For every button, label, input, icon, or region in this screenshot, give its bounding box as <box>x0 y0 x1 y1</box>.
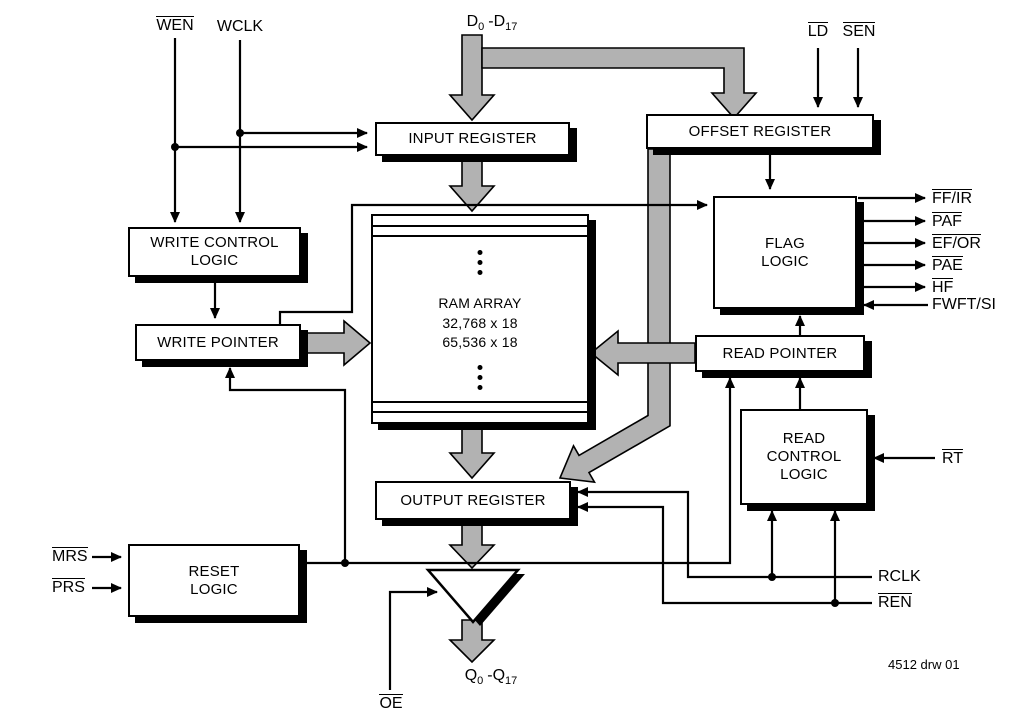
reset-to-write-pointer-wire <box>225 367 347 563</box>
reset-logic-label-line1: RESET <box>188 562 240 580</box>
read-control-logic-label-line3: LOGIC <box>780 465 828 483</box>
read-pointer-block: READ POINTER <box>695 335 865 372</box>
ram-top-rule-1 <box>373 225 587 227</box>
read-control-logic-label-line2: CONTROL <box>766 448 842 466</box>
ram-array-block: RAM ARRAY 32,768 x 18 65,536 x 18 <box>371 214 589 424</box>
ram-top-rule-2 <box>373 235 587 237</box>
ef-or-label: EF/OR <box>932 234 981 252</box>
input-register-block: INPUT REGISTER <box>375 122 570 156</box>
output-buffer-icon <box>425 568 521 624</box>
write-pointer-to-ram-arrow <box>300 319 372 367</box>
output-register-to-buffer-arrow <box>448 521 496 570</box>
ram-lower-ellipsis <box>477 365 483 390</box>
d-bus-to-input-register-arrow <box>448 34 496 122</box>
hf-label: HF <box>932 278 954 296</box>
ram-bottom-rule-2 <box>373 411 587 413</box>
offset-register-to-output-register-arrow <box>558 148 671 484</box>
write-pointer-label: WRITE POINTER <box>157 333 279 351</box>
write-control-logic-block: WRITE CONTROL LOGIC <box>128 227 301 277</box>
read-control-logic-label-line1: READ <box>782 430 826 448</box>
drawing-number: 4512 drw 01 <box>888 657 960 672</box>
ram-array-label: RAM ARRAY <box>438 295 522 311</box>
wen-junction-dot <box>171 143 179 151</box>
rclk-to-output-register-wire <box>577 487 872 579</box>
paf-label: PAF <box>932 212 962 230</box>
sen-label: SEN <box>842 22 876 40</box>
ren-to-output-register-wire <box>577 502 872 605</box>
output-register-block: OUTPUT REGISTER <box>375 481 571 520</box>
flag-logic-label-line2: LOGIC <box>761 252 809 270</box>
wclk-junction-dot <box>236 129 244 137</box>
write-pointer-block: WRITE POINTER <box>135 324 301 361</box>
output-register-label: OUTPUT REGISTER <box>400 491 546 509</box>
read-pointer-label: READ POINTER <box>722 344 838 362</box>
ram-array-size-1: 32,768 x 18 <box>442 314 518 331</box>
reset-logic-block: RESET LOGIC <box>128 544 300 617</box>
write-control-logic-label-line2: LOGIC <box>190 252 239 269</box>
ram-array-size-2: 65,536 x 18 <box>442 334 518 351</box>
ren-label: REN <box>878 593 912 611</box>
ff-ir-label: FF/IR <box>932 189 972 207</box>
offset-register-label: OFFSET REGISTER <box>688 122 832 140</box>
reset-junction-dot <box>341 559 349 567</box>
ram-bottom-rule-1 <box>373 401 587 403</box>
ld-label: LD <box>807 22 829 40</box>
fwft-si-label: FWFT/SI <box>932 296 996 313</box>
input-register-label: INPUT REGISTER <box>408 130 537 148</box>
ren-junction-dot <box>831 599 839 607</box>
write-pointer-to-flag-logic-wire <box>278 200 708 324</box>
read-control-logic-block: READ CONTROL LOGIC <box>740 409 868 505</box>
write-control-logic-label-line1: WRITE CONTROL <box>150 234 279 252</box>
q-bus-label: Q0-Q17 <box>464 667 518 688</box>
rclk-junction-dot <box>768 573 776 581</box>
read-pointer-to-ram-arrow <box>589 329 696 377</box>
d-bus-label: D0-D17 <box>466 13 518 34</box>
prs-label: PRS <box>52 578 85 596</box>
offset-register-block: OFFSET REGISTER <box>646 114 874 149</box>
oe-wire <box>388 587 438 690</box>
ram-upper-ellipsis <box>477 250 483 275</box>
rclk-label: RCLK <box>878 568 921 585</box>
reset-to-read-pointer-wire <box>345 377 735 565</box>
reset-logic-label-line2: LOGIC <box>190 580 238 598</box>
input-register-to-ram-arrow <box>448 157 496 213</box>
flag-logic-label-line1: FLAG <box>765 234 805 252</box>
ram-array-text: RAM ARRAY 32,768 x 18 65,536 x 18 <box>373 294 587 353</box>
oe-label: OE <box>379 694 403 712</box>
flag-logic-block: FLAG LOGIC <box>713 196 857 309</box>
wen-label: WEN <box>156 16 194 34</box>
mrs-label: MRS <box>52 547 88 565</box>
d-bus-to-offset-register-arrow <box>481 47 758 120</box>
rt-label: RT <box>942 449 964 467</box>
wclk-label: WCLK <box>216 18 264 35</box>
ram-to-output-register-arrow <box>448 426 496 480</box>
pae-label: PAE <box>932 256 963 274</box>
